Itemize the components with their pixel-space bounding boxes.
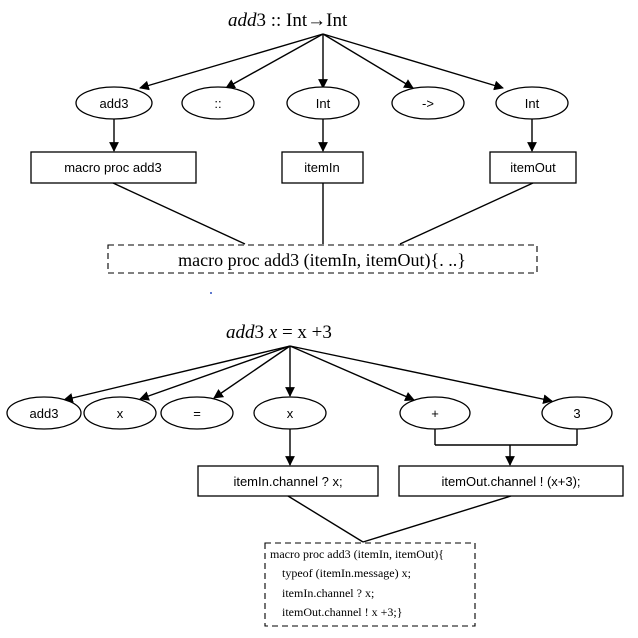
top-edge-title-token-4 — [322, 33, 414, 89]
top-box-1: macro proc add3 — [30, 151, 197, 184]
top-token-2-label: :: — [214, 96, 221, 111]
bottom-result: macro proc add3 (itemIn, itemOut){ typeo… — [264, 542, 476, 627]
bottom-edge-title-token-1 — [63, 345, 291, 403]
top-result: macro proc add3 (itemIn, itemOut){. ..} — [107, 244, 538, 274]
top-edge-box3-result — [399, 182, 534, 245]
bottom-token-4: x — [253, 396, 327, 430]
bottom-result-line-3: itemIn.channel ? x; — [282, 586, 374, 600]
bottom-token-6-label: 3 — [573, 406, 580, 421]
top-token-1-label: add3 — [100, 96, 129, 111]
top-box-3-label: itemOut — [510, 160, 556, 175]
top-title-rest: :: Int→Int — [266, 10, 348, 31]
bottom-token-5: + — [399, 396, 471, 430]
bottom-box-2: itemOut.channel ! (x+3); — [398, 465, 624, 497]
top-edge-title-token-5 — [322, 33, 504, 91]
bottom-edge-title-token-3 — [213, 345, 291, 399]
bottom-token-3-label: = — [193, 406, 201, 421]
bottom-box-1: itemIn.channel ? x; — [197, 465, 379, 497]
bottom-token-2: x — [83, 396, 157, 430]
top-edge-box1-result — [112, 182, 246, 245]
bottom-title-rest: = x +3 — [277, 322, 332, 343]
top-edge-title-token-2 — [225, 33, 324, 89]
bottom-result-line-4: itemOut.channel ! x +3;} — [282, 605, 403, 619]
top-token-3-label: Int — [316, 96, 331, 111]
bottom-box-2-label: itemOut.channel ! (x+3); — [441, 474, 580, 489]
bottom-token-5-label: + — [431, 406, 439, 421]
top-box-2: itemIn — [281, 151, 364, 184]
top-title-fn: add — [228, 10, 257, 31]
top-title-num: 3 — [257, 10, 267, 31]
top-result-text: macro proc add3 (itemIn, itemOut){. ..} — [178, 250, 466, 271]
bottom-edge-title-token-5 — [289, 345, 415, 401]
bottom-edge-title-token-2 — [139, 345, 291, 401]
bottom-token-4-label: x — [287, 406, 294, 421]
top-title: add3 :: Int→Int — [228, 10, 348, 31]
top-token-4-label: -> — [422, 96, 434, 111]
bottom-result-line-2: typeof (itemIn.message) x; — [282, 566, 411, 580]
top-token-5: Int — [495, 86, 569, 120]
top-token-1: add3 — [75, 86, 153, 120]
top-token-5-label: Int — [525, 96, 540, 111]
top-edge-title-token-1 — [139, 33, 324, 91]
bottom-title: add3 x = x +3 — [226, 322, 332, 343]
bottom-result-line-1: macro proc add3 (itemIn, itemOut){ — [270, 547, 444, 561]
bottom-token-6: 3 — [541, 396, 613, 430]
top-token-3: Int — [286, 86, 360, 120]
top-box-2-label: itemIn — [304, 160, 339, 175]
top-diagram: add3 :: Int→Int add3 :: Int -> Int — [30, 10, 577, 274]
bottom-title-num: 3 — [255, 322, 265, 343]
bottom-edge-box2-result — [362, 495, 512, 543]
top-token-4: -> — [391, 86, 465, 120]
top-box-1-label: macro proc add3 — [64, 160, 162, 175]
bottom-token-3: = — [160, 396, 234, 430]
bottom-edge-title-token-6 — [289, 345, 553, 404]
bottom-diagram: add3 x = x +3 add3 x = x + — [6, 322, 624, 627]
stray-dot — [210, 292, 212, 294]
bottom-title-fn: add — [226, 322, 255, 343]
top-token-2: :: — [181, 86, 255, 120]
bottom-token-1-label: add3 — [30, 406, 59, 421]
bottom-box-1-label: itemIn.channel ? x; — [233, 474, 342, 489]
bottom-token-1: add3 — [6, 396, 82, 430]
bottom-edge-box1-result — [287, 495, 364, 543]
bottom-title-x: x — [268, 322, 278, 343]
top-box-3: itemOut — [489, 151, 577, 184]
bottom-token-2-label: x — [117, 406, 124, 421]
